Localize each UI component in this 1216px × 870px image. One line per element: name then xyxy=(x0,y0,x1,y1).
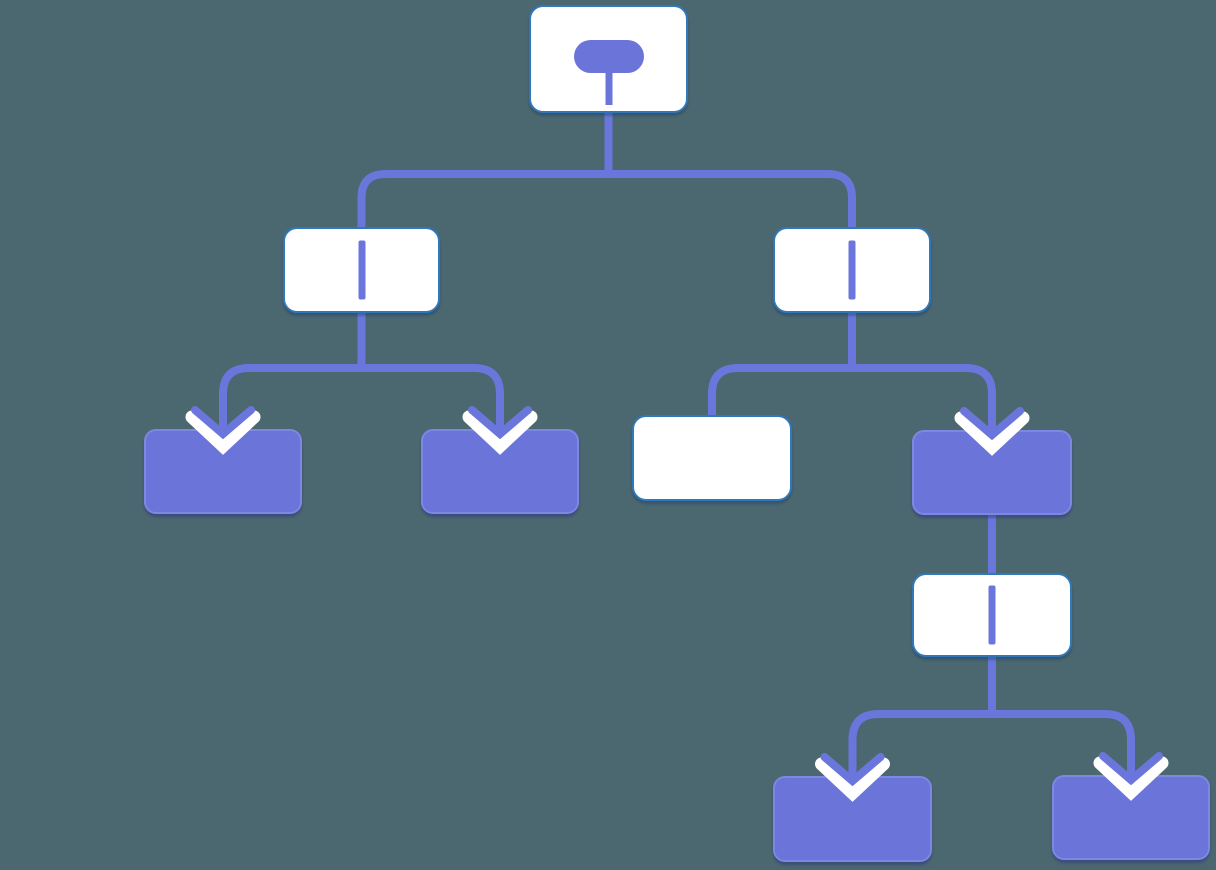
node-leaf-4[interactable] xyxy=(773,776,932,862)
node-child-white[interactable] xyxy=(632,415,792,501)
node-leaf-2[interactable] xyxy=(421,429,579,514)
node-mid-white[interactable] xyxy=(912,573,1072,657)
node-root[interactable] xyxy=(529,5,688,113)
node-branch-right[interactable] xyxy=(773,227,931,313)
pass-through-bar-icon xyxy=(988,585,996,645)
pass-through-bar-icon xyxy=(848,240,856,300)
node-leaf-5[interactable] xyxy=(1052,775,1210,860)
node-leaf-1[interactable] xyxy=(144,429,302,514)
root-pill-stem-icon xyxy=(605,71,612,105)
node-branch-left[interactable] xyxy=(283,227,440,313)
root-pill-icon xyxy=(573,40,644,73)
node-leaf-3[interactable] xyxy=(912,430,1072,515)
pass-through-bar-icon xyxy=(358,240,365,300)
